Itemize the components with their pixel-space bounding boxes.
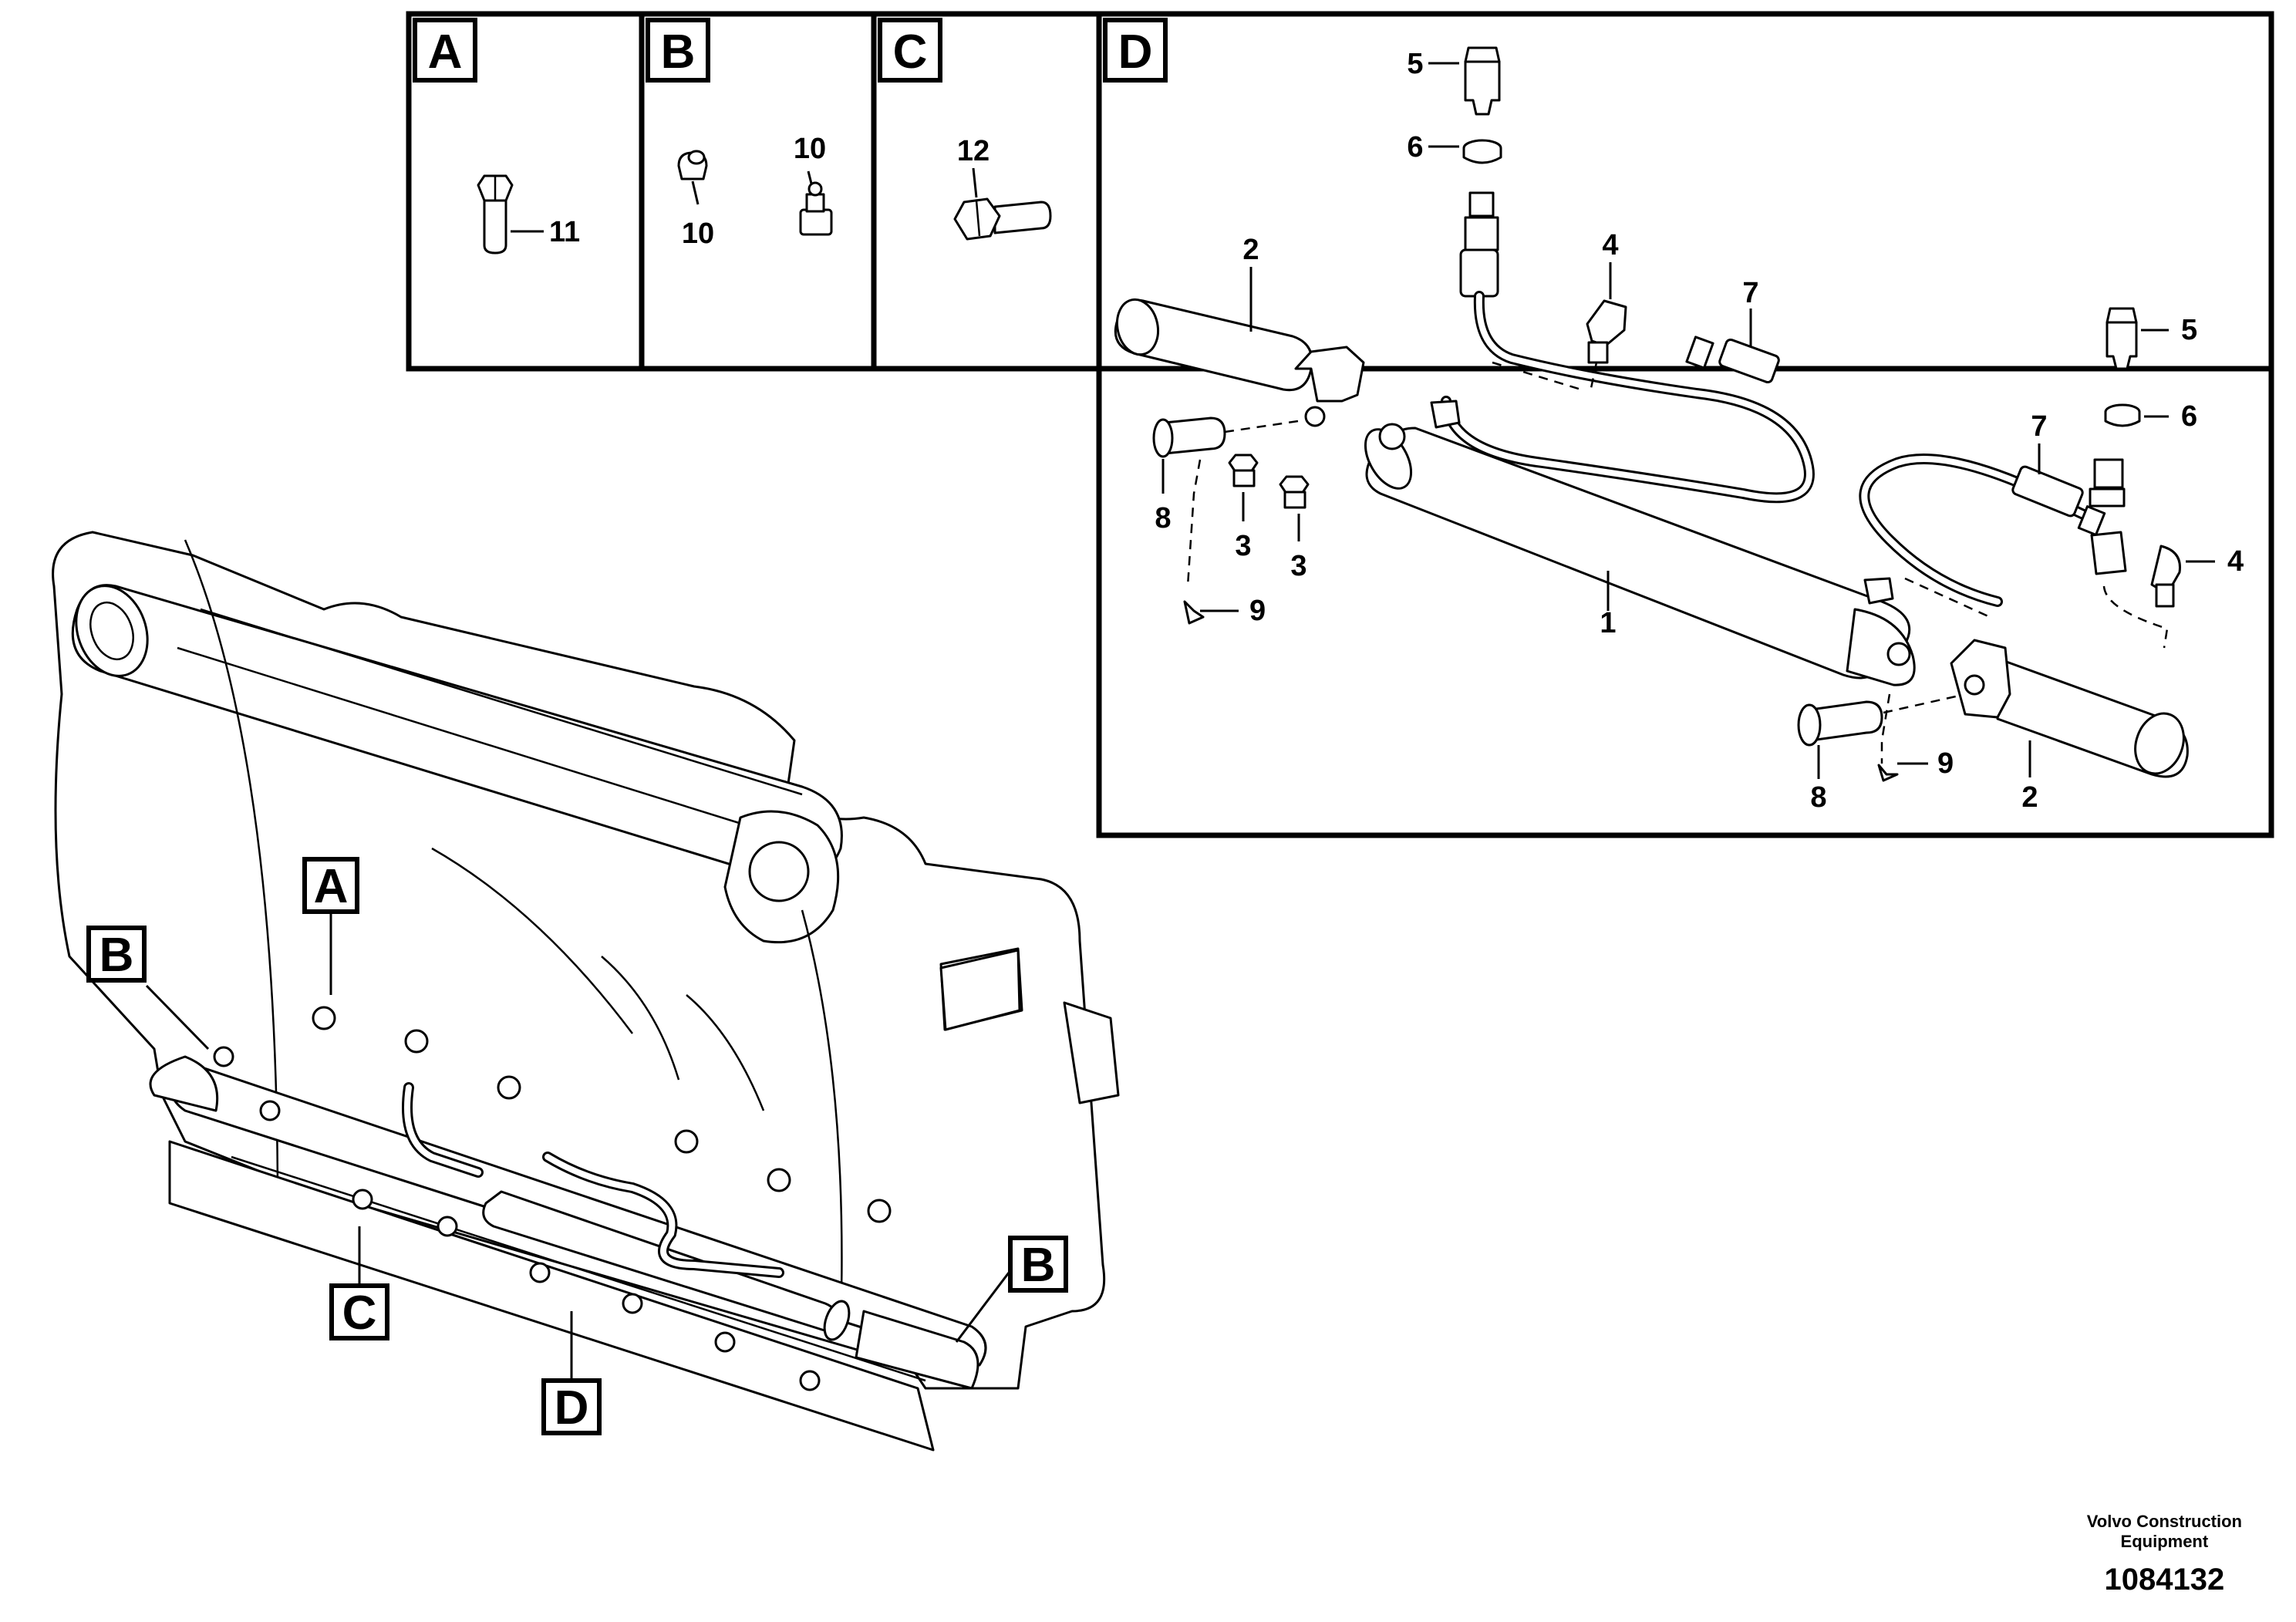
label-10-left: 10 (682, 218, 714, 250)
brand-line-2: Equipment (2120, 1532, 2209, 1551)
part-8-left (1152, 416, 1304, 494)
part-3-a (1228, 454, 1259, 521)
callout-b-left: B (86, 926, 210, 1050)
label-7-top: 7 (1742, 277, 1758, 309)
footer: Volvo Construction Equipment 1084132 (2087, 1512, 2242, 1597)
label-7-right: 7 (2031, 410, 2047, 443)
part-4-right (2090, 531, 2215, 649)
label-12: 12 (957, 135, 990, 167)
label-4-right: 4 (2227, 545, 2244, 578)
label-8-right: 8 (1810, 781, 1826, 814)
part-3-b (1279, 475, 1310, 541)
inset-b-header: B (646, 18, 710, 83)
inset-d-exploded: 5 6 4 7 2 8 3 3 9 1 5 6 7 4 9 8 2 (1114, 46, 2244, 814)
inset-a-letter: A (428, 25, 463, 79)
part-1-cylinder (1364, 400, 1916, 686)
part-5-top (1428, 46, 1501, 116)
label-11: 11 (549, 216, 580, 248)
label-1: 1 (1600, 607, 1616, 639)
hose-right (1859, 454, 2103, 607)
callout-c: C (329, 1226, 389, 1340)
part-4-top (1586, 262, 1627, 393)
label-6-right: 6 (2181, 400, 2197, 433)
label-9-right: 9 (1937, 747, 1954, 780)
callout-b-right: B (955, 1236, 1068, 1343)
inset-a-header: A (413, 18, 477, 83)
hose-top-fitting (1459, 191, 1499, 298)
part-9-right (1877, 693, 1928, 782)
callout-b-right-letter: B (1021, 1239, 1056, 1292)
inset-a-bolt: 11 (477, 174, 580, 255)
label-10-right: 10 (794, 133, 826, 165)
inset-c-bolt: 12 (953, 135, 1052, 241)
part-6-right (2104, 403, 2169, 427)
document-number: 1084132 (2104, 1563, 2225, 1597)
label-4-top: 4 (1602, 229, 1618, 261)
coupler-bolts (213, 1006, 892, 1391)
brand-line-1: Volvo Construction (2086, 1512, 2242, 1531)
label-5-right: 5 (2181, 314, 2197, 346)
label-2-left: 2 (1242, 234, 1259, 266)
callout-d-letter: D (555, 1381, 589, 1435)
inset-c-letter: C (893, 25, 928, 79)
part-8-right (1797, 694, 1960, 779)
callout-d: D (541, 1311, 602, 1435)
callout-a: A (302, 857, 359, 995)
part-2-left (1114, 267, 1365, 427)
callout-a-letter: A (314, 860, 349, 913)
label-3-b: 3 (1290, 550, 1306, 582)
inset-b-nipple-1: 10 (677, 150, 714, 250)
part-5-right (2106, 307, 2169, 370)
label-8-left: 8 (1155, 502, 1171, 534)
label-2-right: 2 (2021, 781, 2038, 814)
inset-d-header: D (1103, 18, 1168, 83)
inset-c-header: C (878, 18, 942, 83)
inset-d-letter: D (1118, 25, 1153, 79)
label-5-top: 5 (1407, 48, 1423, 80)
callout-b-left-letter: B (99, 929, 134, 982)
callout-c-letter: C (342, 1286, 377, 1340)
part-2-right (1950, 639, 2189, 778)
part-7-top (1685, 309, 1780, 384)
part-6-top (1428, 139, 1502, 164)
coupler-assembly (52, 531, 1120, 1452)
part-7-right (2011, 443, 2126, 536)
label-9-left: 9 (1249, 595, 1266, 627)
inset-b-nipple-2: 10 (794, 133, 833, 236)
label-3-a: 3 (1235, 530, 1251, 562)
inset-b-letter: B (661, 25, 696, 79)
part-9-left (1183, 459, 1239, 625)
label-6-top: 6 (1407, 131, 1423, 164)
